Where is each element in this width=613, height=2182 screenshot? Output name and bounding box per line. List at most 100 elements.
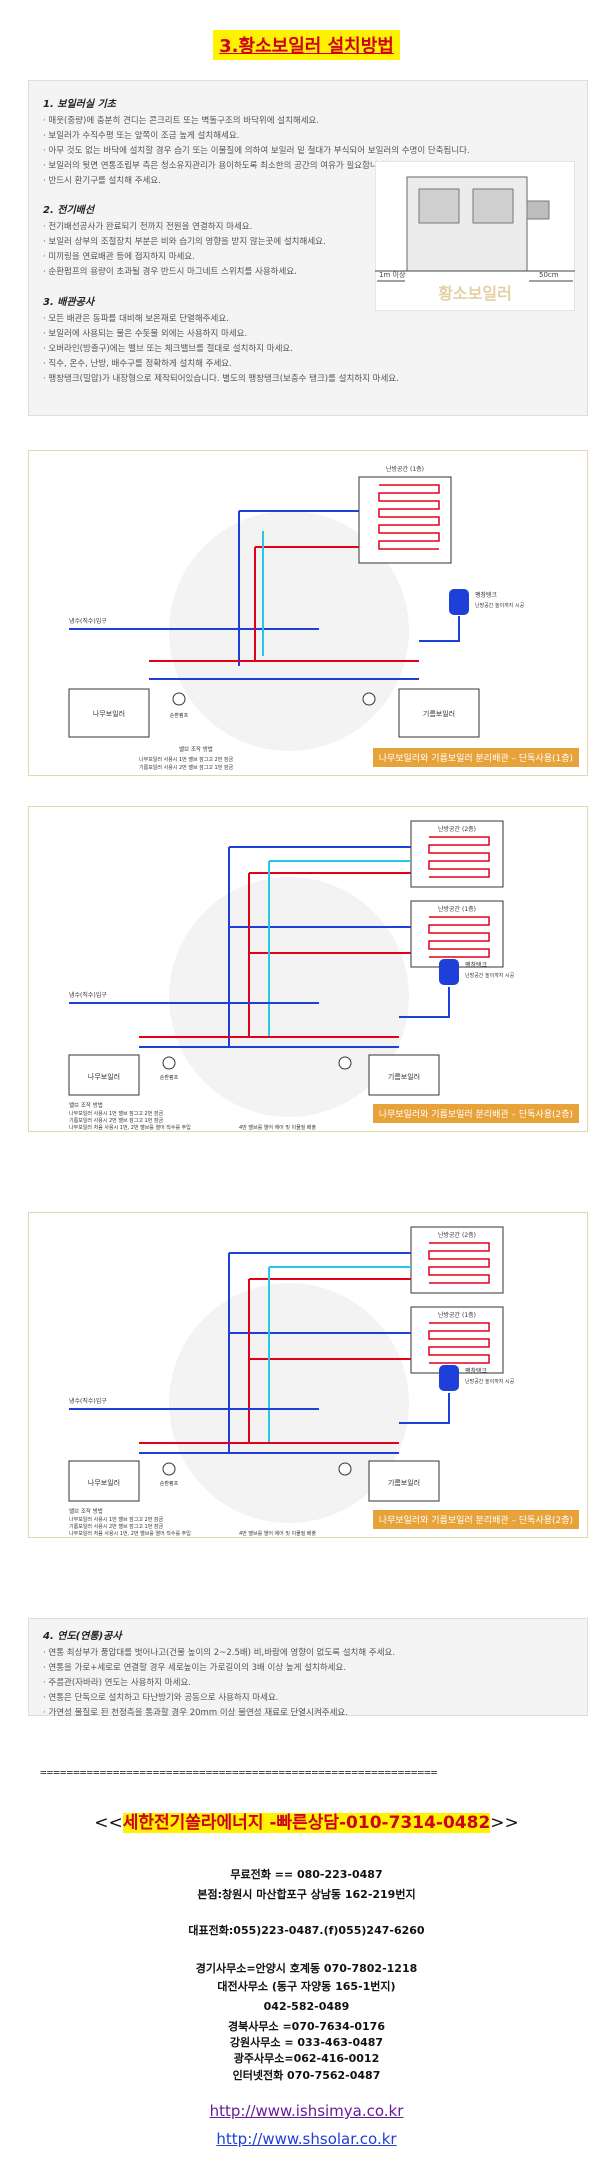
section-line: · 팽창탱크(밀압)가 내장형으로 제작되어있습니다. 별도의 팽창탱크(보충수… [43,374,399,384]
pump-right [338,1462,352,1476]
pump-right [362,692,376,706]
section-line: · 아무 것도 없는 바닥에 설치할 경우 습기 또는 이물질에 의하여 보일러… [43,146,470,156]
dim-right-label: 50cm [539,271,559,279]
diagram-caption: 나무보일러와 기름보일러 분리배관 – 단독사용(1층) [372,748,579,767]
room-label: 난방공간 (1층) [386,465,424,473]
separator-line: ========================================… [40,1766,438,1779]
pump-label: 순환펌프 [160,1480,179,1487]
piping-diagram-svg: 난방공간 (2층) 난방공간 (1층) 나무보일러 기름보일러 순환펌프 팽창탱… [68,1226,515,1537]
valve-note: 나무보일러 사용시 1번 밸브 잠그고 2번 잠금 [69,1516,164,1523]
section-line: · 오버라인(방출구)에는 밸브 또는 체크밸브를 절대로 설치하지 마세요. [43,344,293,354]
oil-boiler-label: 기름보일러 [388,1478,420,1487]
floor-heating-coil [428,1322,490,1364]
oil-boiler [368,1460,440,1502]
tank-note: 난방공간 높이까지 시공 [465,1378,515,1385]
tank-pipe [399,1393,450,1424]
section-wiring: 2. 전기배선 · 전기배선공사가 완료되기 전까지 전원을 연결하지 마세요.… [43,201,483,280]
piping-diagram-svg: 난방공간 (2층) 난방공간 (1층) 나무보일러 기름보일러 순환펌프 팽창탱… [68,820,515,1131]
section-line: · 연통을 가로+세로로 연결할 경우 세로높이는 가로길이의 3배 이상 높게… [43,1663,347,1673]
section-line: · 보일러가 수직수평 또는 앞쪽이 조금 높게 설치해세요. [43,131,240,141]
section-line: · 반드시 환기구를 설치해 주세요. [43,176,161,186]
room-label: 난방공간 (1층) [438,905,476,913]
flue-panel: 4. 연도(연통)공사 · 연통 최상부가 풍압대를 벗어나고(건물 높이의 2… [28,1618,588,1718]
valve-note: 4번 밸브를 열어 에어 및 이물질 배출 [239,1530,317,1537]
section-line: · 연통 최상부가 풍압대를 벗어나고(건물 높이의 2~2.5배) 비,바람에… [43,1648,396,1658]
boiler-panel [472,188,514,224]
oil-boiler [368,1054,440,1096]
contact-headline: <<세한전기쏠라에너지 -빠른상담-010-7314-0482>> [0,1808,613,1833]
section-title: 1. 보일러실 기초 [43,99,116,110]
piping-diagram-3: 난방공간 (2층) 난방공간 (1층) 나무보일러 기름보일러 순환펌프 팽창탱… [28,1212,588,1538]
section-line: · 보일러의 뒷면 연통조립부 측은 청소유지관리가 용이하도록 최소한의 공간… [43,161,389,171]
valve-title: 밸브 조작 방법 [69,1507,103,1515]
page-title: 3.황소보일러 설치방법 [213,30,400,60]
valve-note: 나무보일러 처음 사용시 1번, 2번 밸브를 열어 직수를 주입 [69,1530,191,1537]
piping-diagram-2: 난방공간 (2층) 난방공간 (1층) 나무보일러 기름보일러 순환펌프 팽창탱… [28,806,588,1132]
tank-note: 난방공간 높이까지 시공 [465,972,515,979]
watermark-emblem [169,511,409,751]
section-line: · 전기배선공사가 완료되기 전까지 전원을 연결하지 마세요. [43,222,253,232]
section-line: · 순환펌프의 용량이 초과될 경우 반드시 마그네트 스위치를 사용하세요. [43,267,297,277]
heating-room-2f [410,1226,504,1294]
section-line: · 직수, 온수, 난방, 배수구를 정확하게 설치해 주세요. [43,359,232,369]
dim-left-label: 1m 이상 [379,270,406,279]
section-line: · 가연성 물질로 된 천정측을 통과할 경우 20mm 이상 불연성 재료로 … [43,1708,348,1718]
wood-boiler-label: 나무보일러 [93,709,125,718]
room-label: 난방공간 (1층) [438,1311,476,1319]
wood-boiler [68,688,150,738]
link-1-wrap: http://www.ishsimya.co.kr [0,2102,613,2120]
tank-label: 팽창탱크 [475,591,498,599]
floor-heating-coil [378,484,440,550]
floor-heating-coil [428,916,490,958]
pump-left [162,1462,176,1476]
headline-left: << [94,1813,123,1833]
contact-line: 042-582-0489 [263,2000,350,2013]
heating-room-2f [410,820,504,888]
oil-boiler [398,688,480,738]
heating-room-1f [410,900,504,968]
figure-watermark: 황소보일러 [438,284,512,303]
contact-line: 본점:창원시 마산합포구 상남동 162-219번지 [197,1888,416,1901]
contact-line: 무료전화 == 080-223-0487 [230,1868,383,1881]
section-line: · 보일러 상부의 조절장치 부분은 비와 습기의 영향을 받지 않는곳에 설치… [43,237,326,247]
tank-note: 난방공간 높이까지 시공 [475,602,525,609]
headline-highlight: 세한전기쏠라에너지 -빠른상담-010-7314-0482 [122,1813,491,1833]
tank-pipe [419,616,460,642]
section-line: · 주름관(자바라) 연도는 사용하지 마세요. [43,1678,191,1688]
pump-label: 순환펌프 [170,712,189,719]
contact-line: 강원사무소 = 033-463-0487 [229,2036,384,2049]
water-inlet-label: 냉수(직수)입구 [69,617,107,625]
wood-boiler [68,1460,140,1502]
valve-note: 기름보일러 사용시 2번 밸브 잠그고 1번 잠금 [139,764,234,771]
wood-boiler [68,1054,140,1096]
section-piping: 3. 배관공사 · 모든 배관은 동파를 대비해 보온재로 단열해주세요. · … [43,293,483,387]
valve-note: 나무보일러 처음 사용시 1번, 2번 밸브를 열어 직수를 주입 [69,1124,191,1131]
expansion-tank [439,1365,459,1391]
valve-note: 나무보일러 사용시 1번 밸브 잠그고 2번 잠금 [69,1110,164,1117]
headline-right: >> [490,1813,519,1833]
link-2-wrap: http://www.shsolar.co.kr [0,2130,613,2148]
contact-line: 경북사무소 =070-7634-0176 [228,2020,385,2033]
section-title: 2. 전기배선 [43,205,95,216]
section-foundation: 1. 보일러실 기초 · 매웃(중량)에 충분히 견디는 콘크리트 또는 벽돌구… [43,95,483,189]
valve-note: 4번 밸브를 열어 에어 및 이물질 배출 [239,1124,317,1131]
expansion-tank [449,589,469,615]
website-link-2[interactable]: http://www.shsolar.co.kr [216,2130,397,2148]
water-inlet-label: 냉수(직수)입구 [69,1397,107,1405]
section-line: · 연통은 단독으로 설치하고 타난방기와 공동으로 사용하지 마세요. [43,1693,279,1703]
website-link-1[interactable]: http://www.ishsimya.co.kr [209,2102,404,2120]
floor-heating-coil [428,836,490,878]
piping-diagram-1: 난방공간 (1층) 나무보일러 기름보일러 순환펌프 팽창탱크 난방공간 높이까… [28,450,588,776]
flue-connector [526,200,550,220]
valve-note: 기름보일러 사용시 2번 밸브 잠그고 1번 잠금 [69,1117,164,1124]
heating-room-1f [410,1306,504,1374]
title-wrap: 3.황소보일러 설치방법 [0,30,613,60]
wood-boiler-label: 나무보일러 [88,1072,120,1081]
tank-label: 팽창탱크 [465,1367,488,1375]
pump-left [162,1056,176,1070]
room-label: 난방공간 (2층) [438,1231,476,1239]
install-panel: 1. 보일러실 기초 · 매웃(중량)에 충분히 견디는 콘크리트 또는 벽돌구… [28,80,588,416]
valve-title: 밸브 조작 방법 [179,745,213,753]
pump-right [338,1056,352,1070]
expansion-tank [439,959,459,985]
